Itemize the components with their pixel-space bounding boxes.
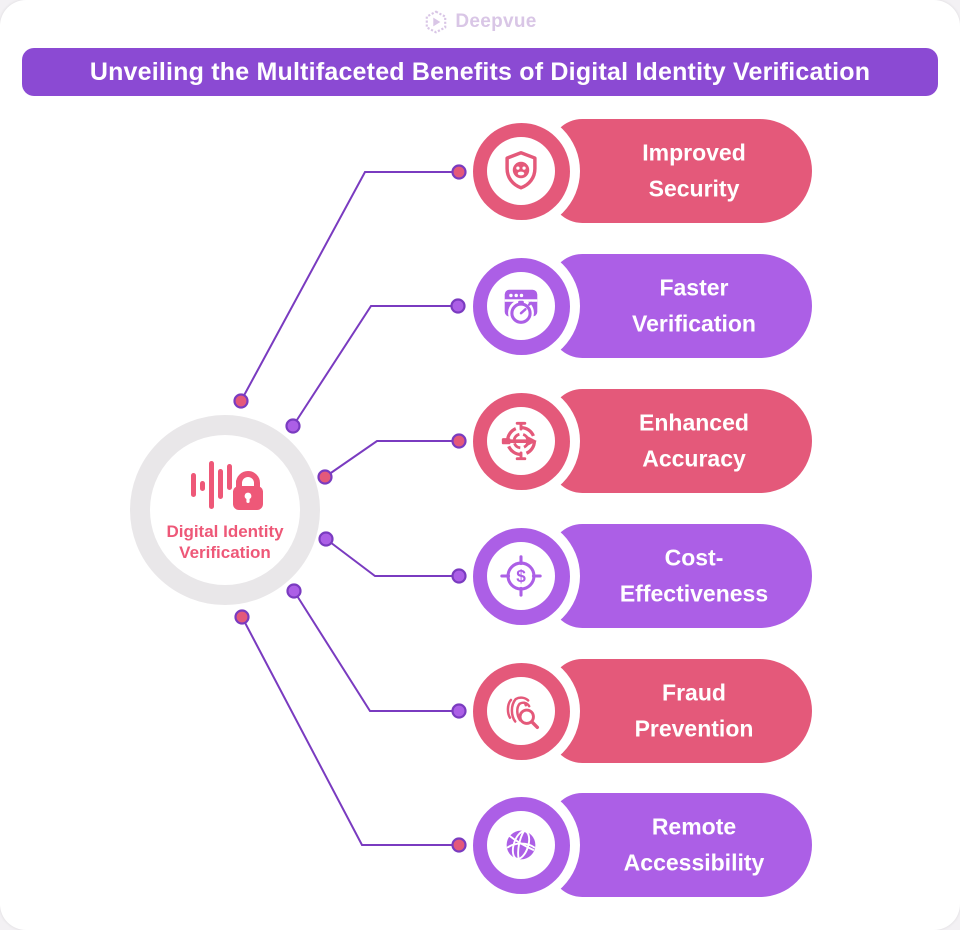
benefit-label: Cost- Effectiveness (619, 544, 769, 606)
globe-icon (506, 830, 536, 860)
benefit-label: Remote Accessibility (623, 813, 765, 875)
benefit-label: Faster Verification (632, 274, 756, 336)
deepvue-logo: Deepvue (0, 9, 960, 35)
target-arrow-icon (501, 421, 537, 461)
benefit-icon-disc (462, 652, 580, 770)
dollar-target-icon: $ (500, 555, 542, 597)
deepvue-hexagon-icon (426, 10, 447, 34)
shield-face-icon (505, 151, 537, 190)
benefit-label: Improved Security (642, 139, 746, 201)
benefit-pill (550, 119, 812, 223)
benefit-pill (550, 793, 812, 897)
benefit-row-fraud-prevention: Fraud Prevention (0, 652, 960, 770)
title-banner: Unveiling the Multifaceted Benefits of D… (22, 48, 938, 96)
browser-stopwatch-icon (504, 289, 538, 326)
benefit-icon-disc (462, 382, 580, 500)
page-title: Unveiling the Multifaceted Benefits of D… (89, 57, 871, 86)
benefit-row-enhanced-accuracy: Enhanced Accuracy (0, 382, 960, 500)
hub-label: Digital Identity Verification (166, 521, 284, 562)
benefit-pill (550, 524, 812, 628)
logo-text: Deepvue (455, 11, 537, 32)
benefit-icon-disc (462, 247, 580, 365)
benefit-pill (550, 254, 812, 358)
benefit-row-improved-security: Improved Security (0, 112, 960, 230)
svg-text:$: $ (516, 566, 526, 586)
voice-waveform-lock-icon (191, 460, 263, 510)
benefit-row-remote-accessibility: Remote Accessibility (0, 786, 960, 904)
benefit-pill (550, 659, 812, 763)
benefit-label: Fraud Prevention (634, 679, 754, 741)
benefit-icon-disc: $ (462, 517, 580, 635)
benefit-icon-disc (462, 112, 580, 230)
hub-circle: Digital Identity Verification (130, 415, 320, 605)
fingerprint-magnifier-icon (506, 696, 540, 730)
benefit-row-cost-effectiveness: Cost- Effectiveness $ (0, 517, 960, 635)
benefit-label: Enhanced Accuracy (639, 409, 749, 471)
benefit-row-faster-verification: Faster Verification (0, 247, 960, 365)
benefit-icon-disc (462, 786, 580, 904)
benefit-pill (550, 389, 812, 493)
